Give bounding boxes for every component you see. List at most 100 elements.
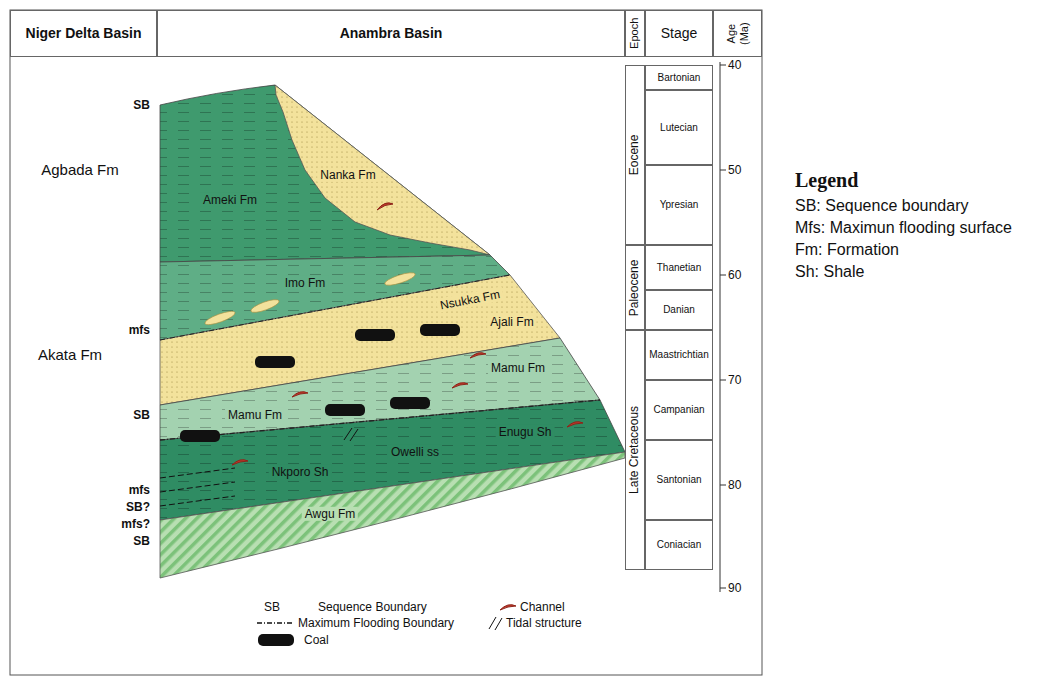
boundary-label: mfs [129,323,150,337]
sand-lens [204,309,237,327]
stage-cell: Campanian [645,380,713,440]
formation-label: Nsukka Fm [436,287,504,314]
cell-text: Coniacian [657,539,701,551]
legend-sample [489,617,502,630]
age-value: 50 [728,163,741,177]
age-value: 80 [728,478,741,492]
legend-sample [500,605,516,610]
vertical-cell-text: Paleocene [628,259,642,316]
column-header: Stage [645,10,713,57]
legend-note: Mfs: Maximun flooding surface [795,218,1012,237]
formation-label: Owelli ss [388,445,442,459]
cell-text: Danian [663,304,695,316]
stage-cell: Ypresian [645,165,713,245]
legend-note: SB: Sequence boundary [795,196,968,215]
legend-symbol-text: SB [264,600,280,614]
stage-cell: Danian [645,290,713,330]
sb-dashed-line [160,496,235,506]
cell-text: Thanetian [657,262,701,274]
boundary-label: mfs? [121,517,150,531]
legend-title: Legend [795,168,858,192]
channel-sample [500,605,516,610]
boundary-label: SB [133,408,150,422]
legend-sample [257,623,292,624]
formation-label: Mamu Fm [488,361,548,375]
stage-cell: Thanetian [645,245,713,290]
channel [470,353,486,358]
legend-text: Coal [304,633,329,647]
formation-label: Akata Fm [38,346,102,364]
stage-cell: Bartonian [645,65,713,90]
cell-text: Maastrichtian [649,349,708,361]
formation-label: Ajali Fm [487,315,536,329]
age-value: 70 [728,373,741,387]
stage-cell: Santonian [645,440,713,520]
legend-text: Channel [520,600,565,614]
cell-text: Campanian [653,404,704,416]
cell-text: Stage [661,25,698,41]
age-axis [720,62,721,592]
boundary-label: SB [133,534,150,548]
channel [377,203,393,210]
boundary-label: SB [133,98,150,112]
frame [10,10,762,675]
column-header: Anambra Basin [157,10,625,57]
nanka-texture [275,85,490,255]
cell-text: Bartonian [658,72,701,84]
sb-dashed-line [160,468,235,478]
formation-label: Nkporo Sh [269,465,332,479]
coal-bed [325,404,365,416]
formation-label: Awgu Fm [302,507,358,521]
epoch-cell: Eocene [625,65,645,245]
channel [292,392,308,397]
formation-label: Mamu Fm [225,408,285,422]
stage-cell: Coniacian [645,520,713,570]
channel [567,422,583,427]
coal-bed [355,329,395,341]
column-header: Niger Delta Basin [10,10,157,57]
coal-bed [180,430,220,442]
vertical-cell-text: Epoch [629,18,642,49]
ameki-layer [160,85,490,262]
tidal-sample [489,617,502,630]
legend-text: Tidal structure [506,616,582,630]
channel [232,460,248,465]
legend-text: Maximum Flooding Boundary [298,616,454,630]
awgu-layer [160,452,625,578]
coal-bed [390,397,430,409]
tidal-structure [344,428,358,441]
age-value: 60 [728,268,741,282]
sand-lens [384,270,417,287]
mfs-line [160,400,600,440]
age-ticks [720,65,726,588]
legend-note: Fm: Formation [795,240,899,259]
legend-sample [258,634,294,646]
cell-text: Ypresian [660,199,699,211]
cell-text: Anambra Basin [340,25,443,41]
coal-sample [258,634,294,646]
boundary-label: SB? [126,500,150,514]
formation-label: Ameki Fm [200,193,260,207]
cell-text: Lutecian [660,122,698,134]
vertical-cell-text: Age (Ma) [725,17,750,51]
formation-label: Imo Fm [282,276,329,290]
cell-text: Niger Delta Basin [26,25,142,41]
coal-bed [420,324,460,336]
coal-bed [255,356,295,368]
stage-cell: Maastrichtian [645,330,713,380]
boundary-label: mfs [129,483,150,497]
formation-label: Agbada Fm [41,161,119,179]
legend-note: Sh: Shale [795,262,864,281]
sand-lens [250,297,281,315]
formation-label: Enugu Sh [496,425,555,439]
mfs-line [160,275,510,340]
mfs-sample [257,622,292,623]
stage-cell: Lutecian [645,90,713,165]
legend-text: Sequence Boundary [318,600,427,614]
epoch-cell: Paleocene [625,245,645,330]
